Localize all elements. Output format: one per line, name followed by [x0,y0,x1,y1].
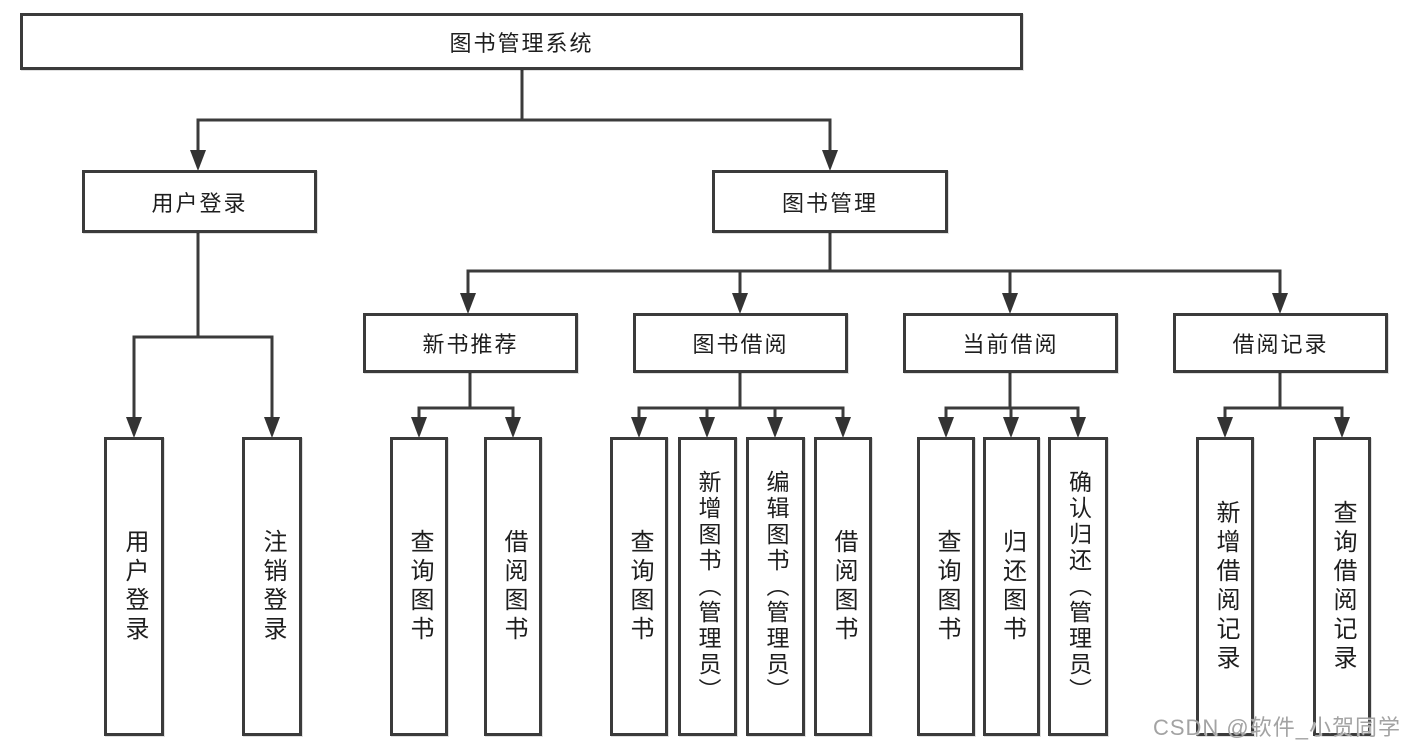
node-borrow-records: 借阅记录 [1173,313,1388,373]
node-label: 用户登录 [151,190,248,216]
node-label: 当前借阅 [962,332,1059,357]
node-label: 新增图书（管理员） [695,469,721,704]
leaf-user-login: 用户登录 [104,437,164,736]
node-label: 图书借阅 [692,332,789,357]
node-label: 借阅记录 [1232,332,1329,357]
leaf-query-books-1: 查询图书 [390,437,448,736]
leaf-add-book-admin: 新增图书（管理员） [678,437,737,736]
node-book-management: 图书管理 [712,170,948,233]
csdn-watermark: CSDN @软件_小贺同学 [1152,715,1401,740]
leaf-query-books-3: 查询图书 [917,437,975,736]
node-label: 图书管理系统 [449,30,594,56]
node-label: 确认归还（管理员） [1065,469,1092,704]
node-label: 用户登录 [121,528,148,645]
node-label: 注销登录 [259,528,286,645]
node-label: 归还图书 [998,528,1026,645]
node-user-login: 用户登录 [82,170,317,233]
node-label: 借阅图书 [830,528,857,645]
node-label: 查询图书 [406,528,433,645]
leaf-return-book: 归还图书 [983,437,1040,736]
node-label: 查询图书 [933,528,960,645]
node-label: 查询图书 [626,528,653,645]
leaf-edit-book-admin: 编辑图书（管理员） [746,437,805,736]
node-book-borrow: 图书借阅 [633,313,848,373]
leaf-add-borrow-record: 新增借阅记录 [1196,437,1254,736]
node-current-borrow: 当前借阅 [903,313,1118,373]
node-label: 查询借阅记录 [1329,499,1356,674]
node-label: 图书管理 [781,190,878,216]
leaf-logout: 注销登录 [242,437,302,736]
node-label: 新增借阅记录 [1212,499,1239,674]
leaf-borrow-books-2: 借阅图书 [814,437,872,736]
leaf-borrow-books-1: 借阅图书 [484,437,542,736]
node-label: 编辑图书（管理员） [763,469,789,704]
node-label: 新书推荐 [422,332,519,357]
node-label: 借阅图书 [500,528,527,645]
leaf-confirm-return-admin: 确认归还（管理员） [1048,437,1108,736]
node-root-system: 图书管理系统 [20,13,1023,70]
leaf-query-books-2: 查询图书 [610,437,668,736]
node-new-book-recommend: 新书推荐 [363,313,578,373]
leaf-query-borrow-record: 查询借阅记录 [1313,437,1371,736]
